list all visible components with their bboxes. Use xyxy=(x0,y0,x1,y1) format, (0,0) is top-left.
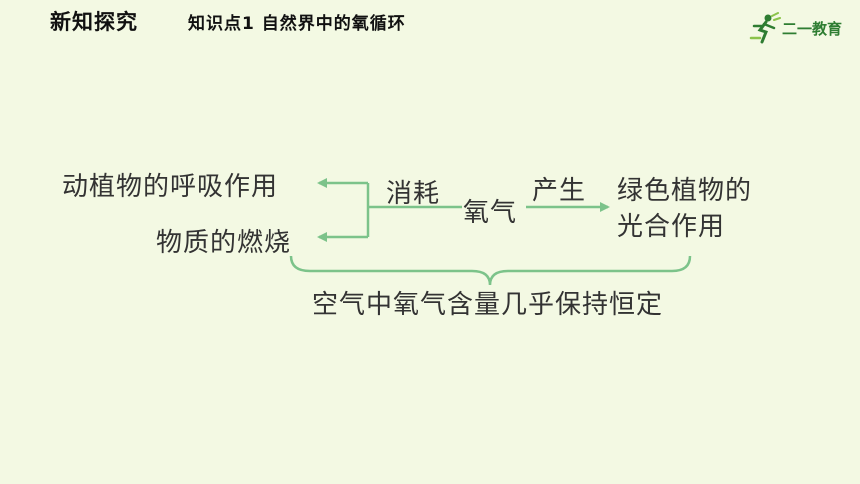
label-consume: 消耗 xyxy=(386,179,441,209)
label-produce: 产生 xyxy=(532,176,587,206)
summary-brace xyxy=(289,255,692,286)
logo-text: 二一教育 xyxy=(782,20,843,38)
node-oxygen: 氧气 xyxy=(463,198,518,228)
node-respiration: 动植物的呼吸作用 xyxy=(62,172,279,202)
node-photosynthesis-line1: 绿色植物的 xyxy=(617,176,753,206)
conclusion-text: 空气中氧气含量几乎保持恒定 xyxy=(312,290,664,320)
knowledge-point-title: 知识点1 自然界中的氧循环 xyxy=(188,14,406,34)
brand-logo: 二一教育 xyxy=(748,12,860,46)
node-combustion: 物质的燃烧 xyxy=(156,228,292,258)
runner-icon xyxy=(749,12,781,44)
section-title: 新知探究 xyxy=(50,10,138,34)
node-photosynthesis-line2: 光合作用 xyxy=(617,212,726,242)
